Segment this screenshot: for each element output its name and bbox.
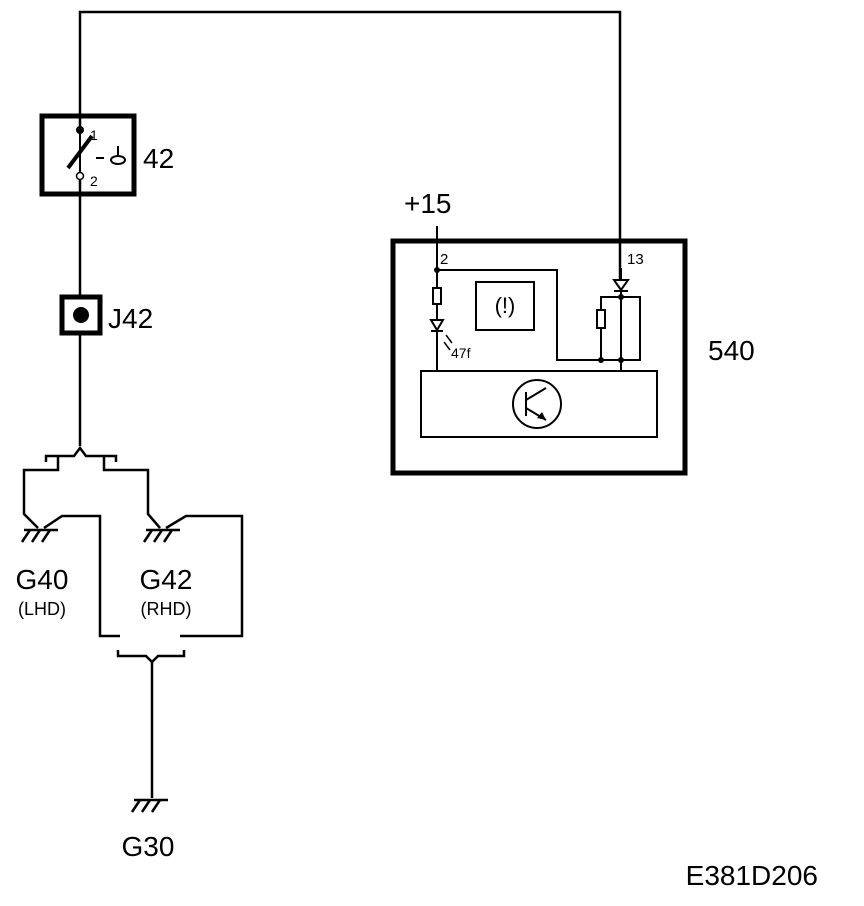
diode-13: [612, 279, 630, 292]
branch-g40-b: [43, 514, 120, 638]
instrument-540-box: [390, 238, 688, 476]
instrument-label: 540: [708, 335, 755, 366]
switch-pin2-dot: [75, 171, 85, 181]
transistor-arrow: [537, 412, 546, 420]
diagram-code: E381D206: [686, 860, 818, 891]
wire-loop: [600, 296, 641, 361]
branch-g42-b: [165, 514, 244, 638]
warning-symbol: (!): [495, 293, 516, 318]
branch-g42: [102, 456, 161, 529]
supply-label: +15: [404, 188, 452, 219]
switch-pin1-dot: [76, 126, 84, 134]
resistor-left: [432, 287, 442, 305]
wire-top: [78, 10, 622, 280]
connector-label: J42: [108, 303, 153, 334]
ground-g40-label: G40: [16, 564, 69, 595]
ground-g40-symbol: [20, 528, 58, 543]
connector-j42-dot: [73, 307, 89, 323]
pin-left-label: 2: [440, 251, 448, 268]
switch-pin1-label: 1: [90, 127, 98, 143]
switch-42-box: [39, 113, 137, 197]
ground-g42-note: (RHD): [141, 599, 192, 619]
transistor-block: [420, 370, 658, 438]
ground-g40-note: (LHD): [18, 599, 66, 619]
ground-g30-label: G30: [122, 831, 175, 862]
splice-brace-upper: [44, 445, 118, 462]
splice-brace-lower: [116, 650, 186, 664]
switch-blade: [66, 134, 94, 170]
led-47f: [429, 319, 445, 332]
brake-warning-lamp: [475, 281, 535, 331]
pin2-dot: [434, 267, 440, 273]
switch-pin2-label: 2: [90, 173, 98, 189]
lamp-label: 47f: [451, 345, 471, 361]
transistor-symbol: [512, 379, 562, 429]
pin13-dot: [618, 294, 624, 300]
node-dot-right: [618, 357, 624, 363]
switch-plunger-head: [110, 155, 126, 165]
node-dot: [598, 357, 604, 363]
pin-right-label: 13: [627, 251, 644, 268]
wire-internal: [437, 269, 622, 361]
ground-g42-symbol: [142, 528, 180, 543]
connector-j42-box: [59, 294, 103, 336]
switch-label: 42: [143, 143, 174, 174]
ground-g42-label: G42: [140, 564, 193, 595]
branch-g40: [22, 456, 60, 529]
resistor-right: [596, 309, 606, 329]
ground-g30-symbol: [130, 798, 168, 813]
